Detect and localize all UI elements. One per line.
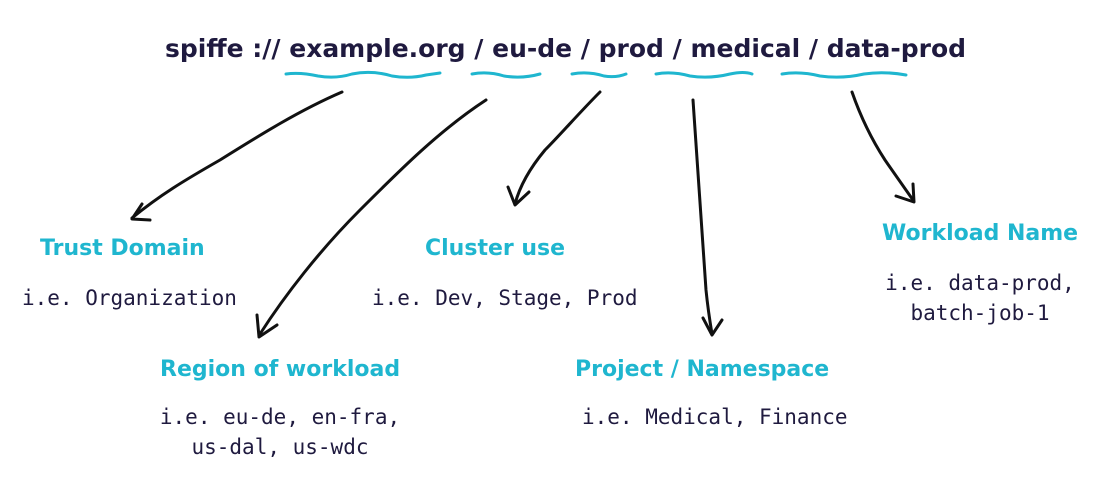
- underline-trust-domain: [284, 70, 442, 79]
- cluster-title: Cluster use: [425, 236, 566, 261]
- arrow-trust-domain: [130, 90, 344, 220]
- cluster-desc: i.e. Dev, Stage, Prod: [372, 283, 638, 313]
- uri-scheme: spiffe: [165, 34, 244, 63]
- workload-desc-line: i.e. data-prod,: [885, 271, 1075, 295]
- uri-region: eu-de: [492, 34, 573, 63]
- underline-cluster: [570, 71, 628, 79]
- arrowhead-region: [255, 313, 279, 339]
- arrowhead-trust-domain: [130, 202, 152, 222]
- cluster-desc-line: i.e. Dev, Stage, Prod: [372, 286, 638, 310]
- region-desc-line: i.e. eu-de, en-fra,: [159, 405, 401, 429]
- uri-workload: data-prod: [826, 34, 967, 63]
- underline-project: [654, 71, 754, 79]
- project-desc-line: i.e. Medical, Finance: [582, 405, 848, 429]
- uri-separator: /: [465, 34, 493, 63]
- arrow-region: [258, 98, 488, 336]
- uri-project: medical: [690, 34, 801, 63]
- project-desc: i.e. Medical, Finance: [582, 402, 848, 432]
- project-title: Project / Namespace: [575, 357, 830, 382]
- underline-workload: [780, 71, 908, 79]
- trust-domain-desc-line: i.e. Organization: [22, 286, 237, 310]
- workload-desc: i.e. data-prod, batch-job-1: [885, 268, 1075, 328]
- trust-domain-title: Trust Domain: [40, 236, 205, 261]
- region-desc-line: us-dal, us-wdc: [191, 435, 369, 459]
- workload-title: Workload Name: [882, 221, 1079, 246]
- uri-separator: /: [572, 34, 599, 63]
- arrow-cluster: [513, 90, 602, 206]
- uri-separator: ://: [243, 34, 290, 63]
- arrow-project: [691, 98, 714, 336]
- uri-trust-domain: example.org: [289, 34, 466, 63]
- arrowhead-workload: [894, 182, 916, 204]
- spiffe-uri: spiffe :// example.org / eu-de / prod / …: [165, 34, 966, 63]
- uri-separator: /: [800, 34, 827, 63]
- region-title: Region of workload: [160, 357, 401, 382]
- arrowhead-project: [701, 316, 724, 337]
- trust-domain-desc: i.e. Organization: [22, 283, 237, 313]
- region-desc: i.e. eu-de, en-fra, us-dal, us-wdc: [160, 402, 400, 462]
- workload-desc-line: batch-job-1: [910, 301, 1050, 325]
- arrow-workload: [850, 90, 915, 202]
- uri-separator: /: [663, 34, 691, 63]
- arrowhead-cluster: [506, 185, 531, 207]
- underline-region: [470, 71, 542, 79]
- uri-cluster: prod: [598, 34, 664, 63]
